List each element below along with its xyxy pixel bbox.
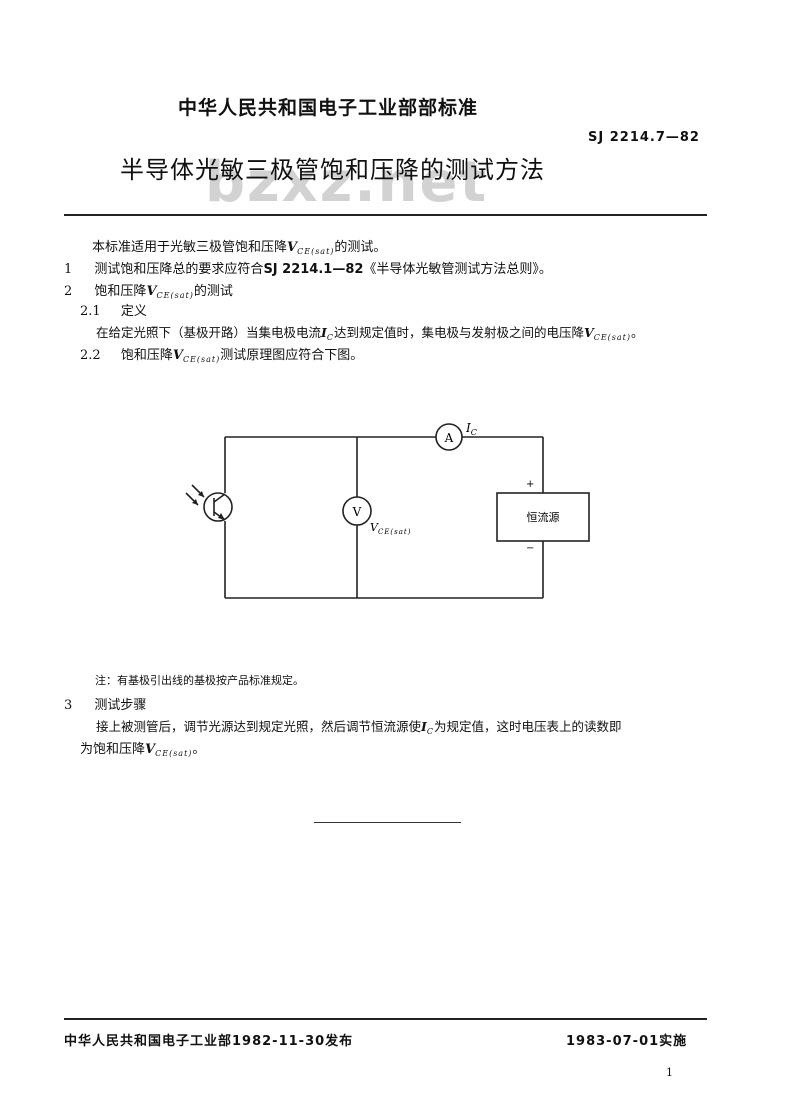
section-number: 2.2	[80, 348, 101, 363]
section-1: 1 测试饱和压降总的要求应符合SJ 2214.1—82《半导体光敏管测试方法总则…	[64, 258, 552, 277]
section-3-line-2: 为饱和压降VCE(sat)。	[80, 738, 205, 758]
effective-date: 1983-07-01实施	[566, 1034, 688, 1049]
intro-text: 本标准适用于光敏三极管饱和压降	[92, 240, 288, 255]
subscript-ce-sat: CE(sat)	[593, 333, 632, 342]
subscript-ce-sat: CE(sat)	[156, 291, 194, 300]
symbol-i: I	[321, 325, 327, 340]
minus-terminal: −	[526, 543, 534, 554]
subscript-c: C	[326, 333, 334, 342]
procedure-text: 接上被测管后，调节光源达到规定光照，然后调节恒流源使	[96, 719, 422, 734]
subscript-ce-sat: CE(sat)	[155, 749, 193, 758]
footer-rule	[64, 1018, 707, 1020]
source-label: 恒流源	[527, 510, 560, 524]
reference-standard: SJ 2214.1—82	[263, 262, 364, 277]
section-3-line-1: 接上被测管后，调节光源达到规定光照，然后调节恒流源使IC为规定值，这时电压表上的…	[96, 716, 622, 736]
constant-current-source: 恒流源	[496, 492, 590, 542]
subscript-ce-sat: CE(sat)	[182, 355, 221, 364]
symbol-v: V	[172, 348, 183, 363]
top-rule	[64, 214, 707, 216]
symbol-i: I	[421, 719, 427, 734]
voltmeter-symbol: V	[342, 496, 372, 526]
current-label: IC	[465, 421, 477, 437]
intro-paragraph: 本标准适用于光敏三极管饱和压降VCE(sat)的测试。	[92, 236, 386, 256]
document-title: 半导体光敏三极管饱和压降的测试方法	[120, 156, 545, 184]
symbol-v: V	[145, 742, 156, 757]
procedure-text-2: 为饱和压降	[80, 742, 146, 757]
definition-text-mid: 达到规定值时，集电极与发射极之间的电压降	[334, 325, 585, 340]
section-2-2-text: 饱和压降	[120, 348, 173, 363]
section-3-title: 测试步骤	[94, 698, 147, 713]
page-number: 1	[666, 1066, 673, 1079]
end-of-text-rule	[314, 822, 461, 823]
diagram-note: 注：有基极引出线的基极按产品标准规定。	[95, 674, 304, 687]
subscript-c: C	[426, 727, 434, 736]
section-number: 3	[64, 698, 73, 713]
ministry-standard-heading: 中华人民共和国电子工业部部标准	[178, 97, 479, 119]
section-2-1-heading: 2.1 定义	[80, 300, 147, 319]
standard-number: SJ 2214.7—82	[588, 130, 700, 145]
ammeter-symbol: A	[435, 423, 463, 451]
definition-text-end: 。	[631, 325, 644, 340]
voltmeter-label: V	[352, 505, 362, 519]
section-number: 2	[64, 284, 73, 299]
watermark: bzxz.net	[205, 150, 489, 215]
subscript-ce-sat: CE(sat)	[297, 247, 335, 256]
section-2-text-end: 的测试	[193, 284, 233, 299]
section-1-text: 测试饱和压降总的要求应符合	[94, 262, 264, 277]
section-2-2: 2.2 饱和压降VCE(sat)测试原理图应符合下图。	[80, 344, 363, 364]
ammeter-label: A	[444, 431, 454, 445]
procedure-text-mid: 为规定值，这时电压表上的读数即	[434, 719, 622, 734]
phototransistor-symbol	[185, 484, 233, 522]
plus-terminal: +	[526, 479, 534, 490]
reference-title: 《半导体光敏管测试方法总则》。	[363, 262, 552, 277]
voltage-label: VCE(sat)	[370, 521, 411, 536]
section-2-2-text-end: 测试原理图应符合下图。	[220, 348, 364, 363]
section-number: 1	[64, 262, 73, 277]
section-2-1-definition: 在给定光照下（基极开路）当集电极电流IC达到规定值时，集电极与发射极之间的电压降…	[96, 322, 644, 342]
section-2-1-title: 定义	[120, 304, 147, 319]
intro-text-end: 的测试。	[334, 240, 387, 255]
definition-text: 在给定光照下（基极开路）当集电极电流	[96, 325, 322, 340]
symbol-v: V	[584, 325, 594, 340]
section-2-heading: 2 饱和压降VCE(sat)的测试	[64, 280, 233, 300]
symbol-v: V	[146, 284, 157, 299]
procedure-text-end: 。	[192, 742, 206, 757]
issue-date: 中华人民共和国电子工业部1982-11-30发布	[64, 1034, 354, 1049]
section-2-text: 饱和压降	[94, 284, 147, 299]
section-3-heading: 3 测试步骤	[64, 694, 146, 713]
section-number: 2.1	[80, 304, 101, 319]
symbol-v: V	[287, 240, 298, 255]
